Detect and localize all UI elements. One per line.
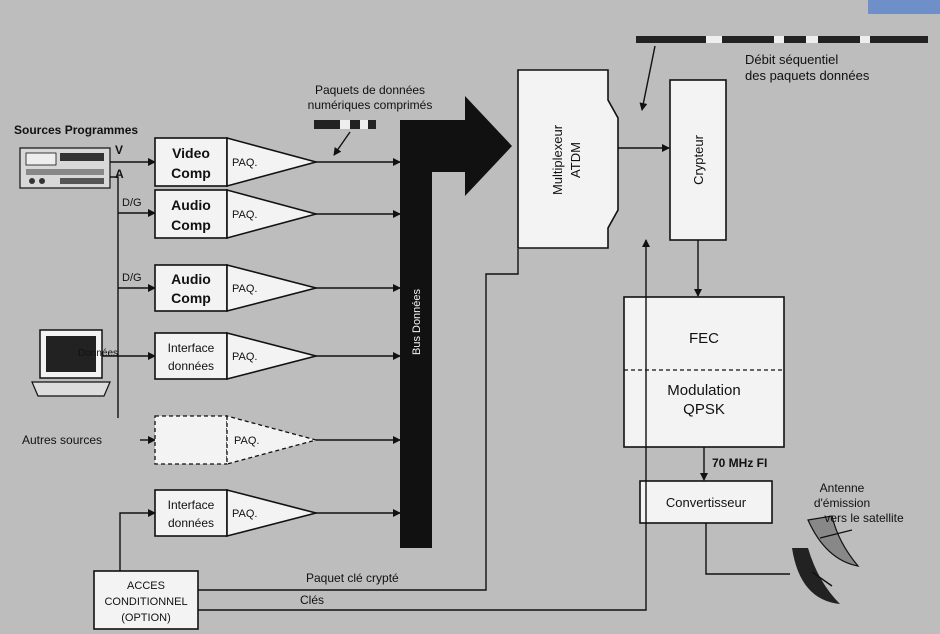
- donnees-label: Données: [78, 348, 118, 359]
- acces-label-1: ACCES: [127, 580, 165, 592]
- video-comp-label-1: Video: [172, 145, 210, 161]
- antenne-label-1: Antenne: [820, 481, 865, 495]
- interface-2-label-2: données: [168, 516, 214, 530]
- sequential-packet-strip: [636, 36, 928, 43]
- paquet-cle-label: Paquet clé crypté: [306, 571, 399, 585]
- compressed-packet-strip: [314, 120, 376, 129]
- crypteur-label: Crypteur: [691, 134, 706, 185]
- paquets-title-line-2: numériques comprimés: [308, 98, 433, 112]
- fec-modulation-box: [624, 297, 784, 447]
- debit-label-2: des paquets données: [745, 68, 870, 83]
- corner-tab: [868, 0, 940, 14]
- paq-label-1: PAQ.: [232, 157, 257, 169]
- paq-label-5: PAQ.: [234, 435, 259, 447]
- video-comp-label-2: Comp: [171, 165, 211, 181]
- fec-label: FEC: [689, 330, 719, 347]
- paq-label-6: PAQ.: [232, 508, 257, 520]
- multiplexeur-label-1: Multiplexeur: [550, 124, 565, 195]
- multiplexeur-label-2: ATDM: [568, 142, 583, 178]
- paq-label-4: PAQ.: [232, 351, 257, 363]
- modulation-label-2: QPSK: [683, 401, 725, 418]
- vcr-device-icon: [20, 148, 110, 188]
- paq-label-2: PAQ.: [232, 209, 257, 221]
- dg-label-2: D/G: [122, 272, 142, 284]
- convertisseur-label: Convertisseur: [666, 495, 747, 510]
- audio-comp-1-label-1: Audio: [171, 197, 211, 213]
- seventy-mhz-label: 70 MHz FI: [712, 456, 767, 470]
- audio-comp-2-label-1: Audio: [171, 271, 211, 287]
- paquets-title-line-1: Paquets de données: [315, 83, 425, 97]
- debit-label-1: Débit séquentiel: [745, 52, 838, 67]
- modulation-label-1: Modulation: [667, 382, 740, 399]
- interface-2-label-1: Interface: [168, 498, 215, 512]
- acces-label-3: (OPTION): [121, 612, 171, 624]
- interface-1-label-2: données: [168, 359, 214, 373]
- autres-sources-label: Autres sources: [22, 433, 102, 447]
- a-label: A: [115, 167, 124, 181]
- audio-comp-2-label-2: Comp: [171, 290, 211, 306]
- interface-1-label-1: Interface: [168, 341, 215, 355]
- bus-donnees-label: Bus Données: [411, 288, 423, 355]
- audio-comp-1-label-2: Comp: [171, 217, 211, 233]
- cles-label: Clés: [300, 593, 324, 607]
- antenne-label-2: d'émission: [814, 496, 870, 510]
- antenne-label-3: vers le satellite: [824, 511, 904, 525]
- sources-programmes-label: Sources Programmes: [14, 123, 138, 137]
- computer-icon: [32, 330, 110, 396]
- dg-label-1: D/G: [122, 197, 142, 209]
- v-label: V: [115, 143, 123, 157]
- acces-label-2: CONDITIONNEL: [104, 596, 187, 608]
- paq-label-3: PAQ.: [232, 283, 257, 295]
